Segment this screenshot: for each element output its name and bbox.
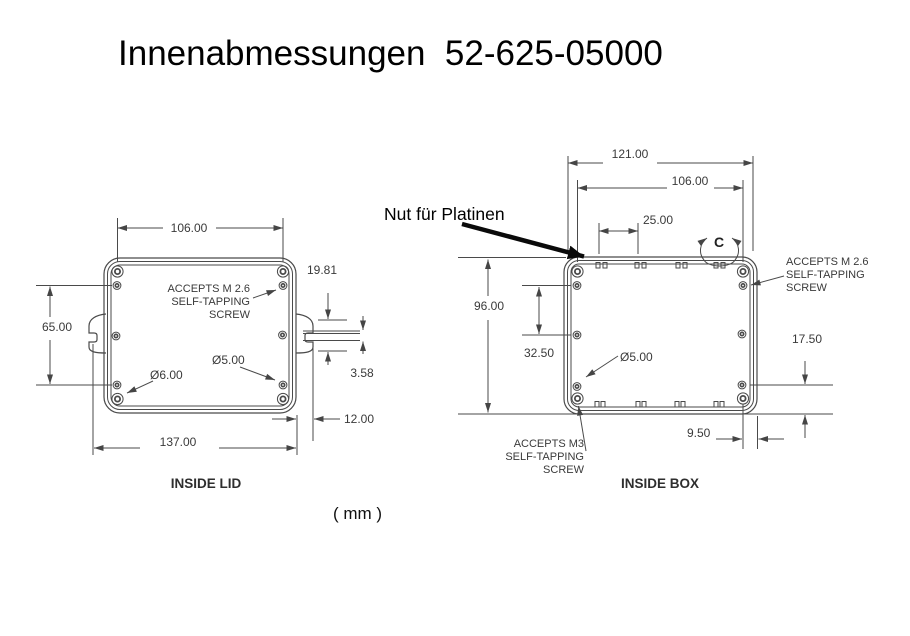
- box-m3-note-line2: SELF-TAPPING: [505, 451, 584, 463]
- box-dim-corner: 9.50: [687, 426, 711, 440]
- box-dim-width-outer: 121.00: [612, 147, 649, 161]
- pcb-groove-annotation: Nut für Platinen: [384, 204, 585, 260]
- lid-dim-height: 65.00: [42, 320, 72, 334]
- c-rotation-arc-left: [697, 237, 708, 261]
- lid-outline-outer: [103, 257, 297, 414]
- box-m3-note-line1: ACCEPTS M3: [514, 438, 584, 450]
- box-dia5-leader: [585, 355, 619, 378]
- lid-dia-corner-hole: Ø6.00: [150, 368, 183, 382]
- box-m3-leader: [577, 405, 587, 452]
- lid-outline-inner: [110, 264, 290, 407]
- box-m26-note-line2: SELF-TAPPING: [786, 269, 865, 281]
- box-outline-mid: [567, 260, 754, 411]
- lid-screw-note-line2: SELF-TAPPING: [171, 296, 250, 308]
- box-caption: INSIDE BOX: [621, 476, 699, 491]
- lid-dim-groove-offset: 12.00: [344, 412, 374, 426]
- box-m3-note-line3: SCREW: [543, 464, 585, 476]
- lid-screw-note-line1: ACCEPTS M 2.6: [167, 283, 250, 295]
- box-outline-inner: [570, 263, 751, 408]
- box-m26-note-line1: ACCEPTS M 2.6: [786, 256, 869, 268]
- box-pcb-slots-top: [595, 262, 726, 269]
- box-dim-slot-pitch: 25.00: [643, 213, 673, 227]
- lid-caption: INSIDE LID: [171, 476, 242, 491]
- c-rotation-arc-right: [731, 237, 742, 261]
- c-rotation-arc-bottom: [703, 259, 736, 267]
- lid-labels: 106.00 65.00 137.00 19.81 3.58 12.00 Ø6.…: [42, 221, 374, 491]
- lid-dim-width-top: 106.00: [171, 221, 208, 235]
- lid-dim-width-overall: 137.00: [160, 435, 197, 449]
- box-m26-note-line3: SCREW: [786, 282, 828, 294]
- box-pilot-holes: [572, 281, 748, 391]
- lid-dim-groove: 3.58: [350, 366, 374, 380]
- lid-screw-note-line3: SCREW: [209, 309, 251, 321]
- box-pcb-slots-bottom: [594, 401, 725, 408]
- lid-corner-holes: [111, 265, 290, 406]
- pcb-groove-arrow: [461, 221, 585, 260]
- lid-view: [88, 257, 314, 414]
- box-dim-width-holes: 106.00: [672, 174, 709, 188]
- lid-screw-note-leader: [252, 289, 277, 299]
- box-m26-leader: [750, 275, 785, 286]
- box-dim-hole-spacing: 32.50: [524, 346, 554, 360]
- lid-dia-pilot-hole: Ø5.00: [212, 353, 245, 367]
- box-corner-holes: [571, 265, 750, 405]
- box-detail-label: C: [714, 234, 724, 250]
- pcb-groove-note: Nut für Platinen: [384, 204, 505, 224]
- box-dia-pilot-hole: Ø5.00: [620, 350, 653, 364]
- box-dim-height: 96.00: [474, 299, 504, 313]
- lid-dia5-leader: [239, 366, 276, 381]
- lid-dimensions: [36, 218, 366, 455]
- lid-left-wing: [88, 313, 107, 354]
- box-view: [563, 256, 758, 415]
- lid-dim-wing: 19.81: [307, 263, 337, 277]
- units-label: ( mm ): [333, 504, 382, 523]
- box-outline-outer: [563, 256, 758, 415]
- box-dim-side: 17.50: [792, 332, 822, 346]
- page-title: Innenabmessungen 52-625-05000: [118, 34, 663, 73]
- box-labels: 121.00 106.00 25.00 C 96.00 32.50 Ø5.00 …: [474, 147, 869, 491]
- lid-dia6-leader: [126, 380, 154, 394]
- lid-right-wing: [295, 313, 314, 354]
- lid-outline-mid: [107, 261, 293, 410]
- lid-pilot-holes: [111, 281, 288, 390]
